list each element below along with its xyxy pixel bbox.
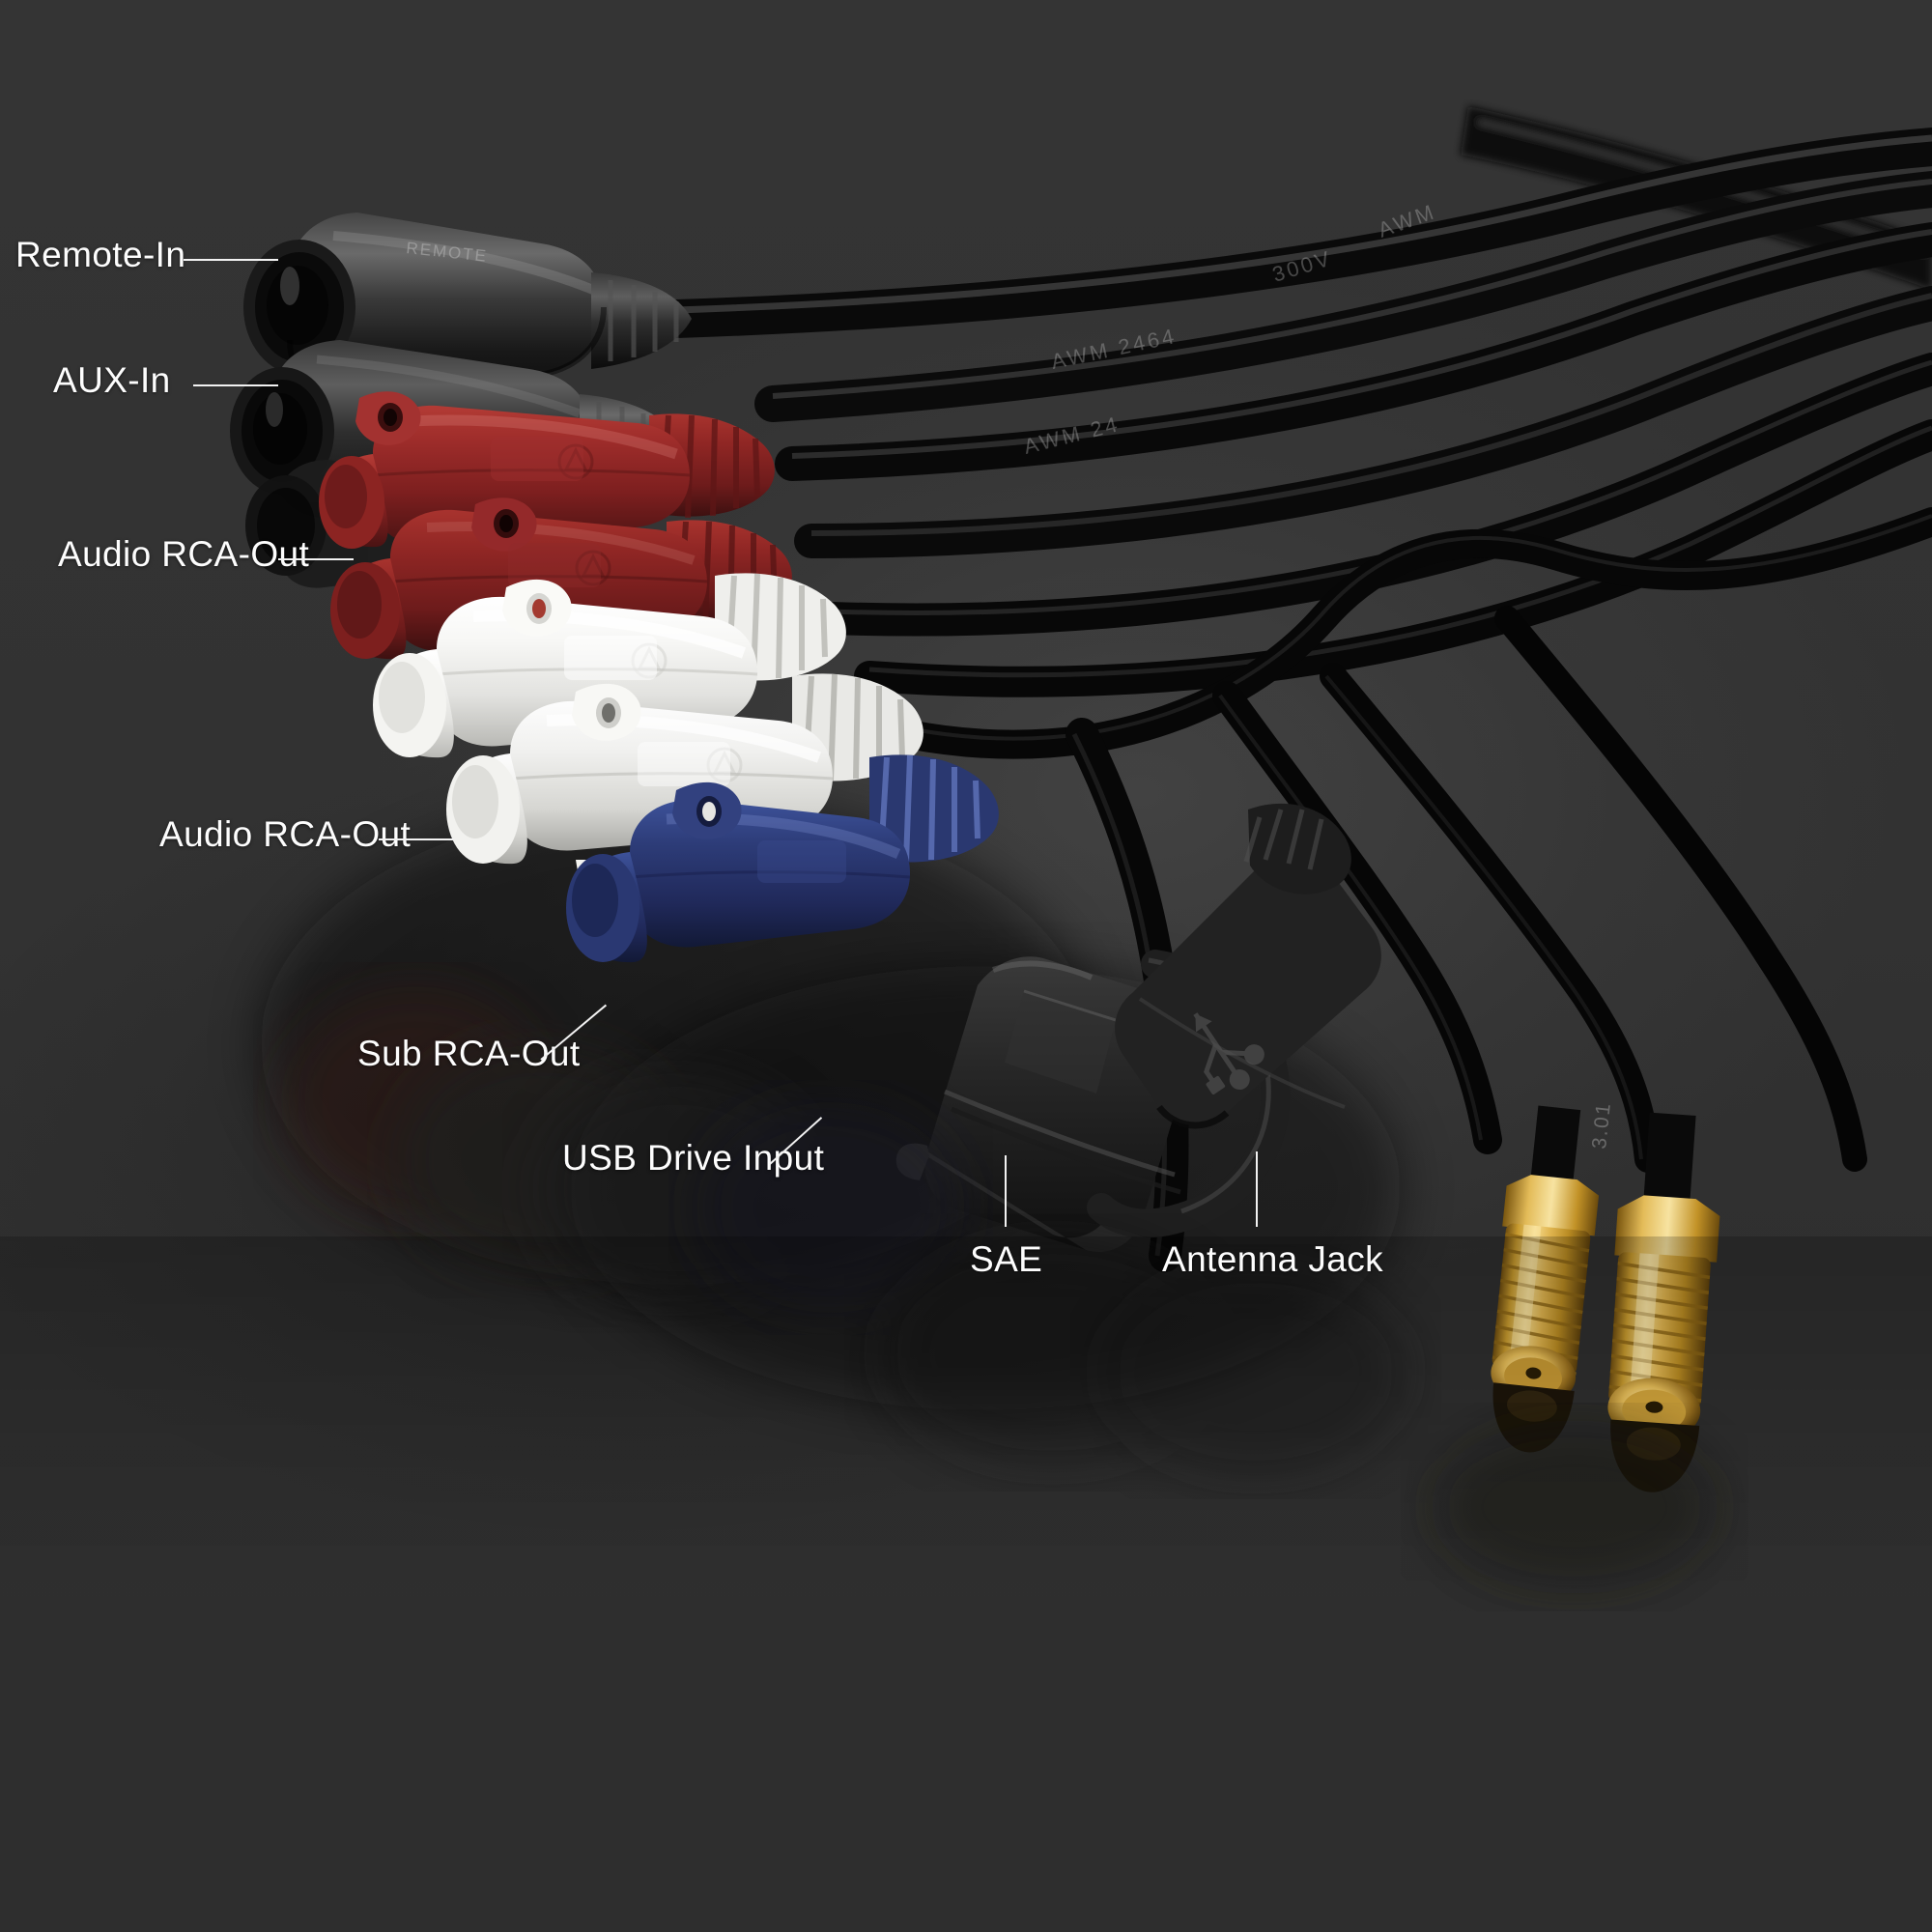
callout-label-antenna-jack: Antenna Jack [1162,1239,1384,1279]
callout-label-usb-drive-input: USB Drive Input [562,1138,825,1178]
callout-label-audio-rca-out-2: Audio RCA-Out [159,814,412,854]
svg-text:3.01: 3.01 [1588,1101,1615,1151]
callout-label-sae: SAE [970,1239,1043,1279]
callout-label-audio-rca-out-1: Audio RCA-Out [58,534,310,574]
callout-label-sub-rca-out: Sub RCA-Out [357,1034,581,1073]
callout-label-aux-in: AUX-In [53,360,171,400]
callout-label-remote-in: Remote-In [15,235,186,274]
